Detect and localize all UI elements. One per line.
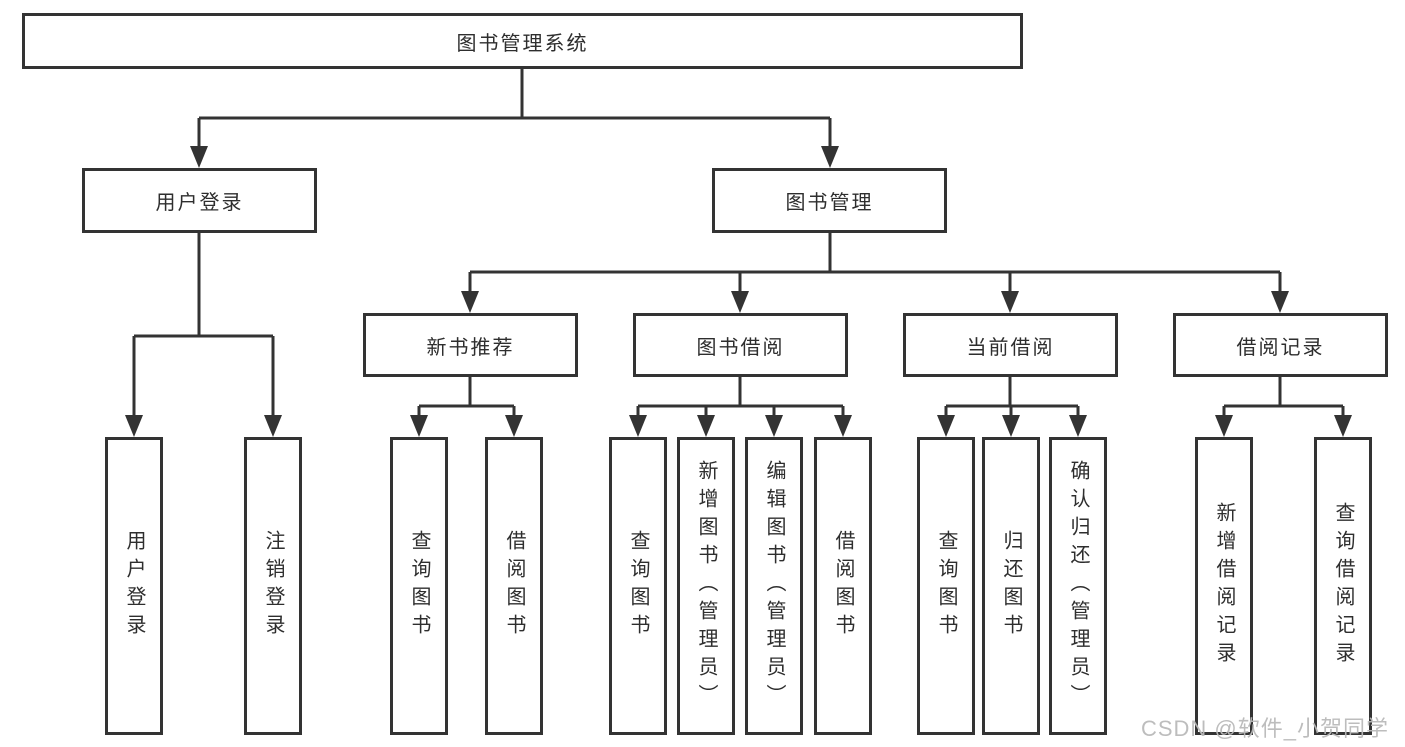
- node-leaf-logout: 注销登录: [244, 437, 302, 735]
- node-leaf-query-borrow-record-label: 查询借阅记录: [1332, 502, 1354, 670]
- node-leaf-borrow-books-recommend: 借阅图书: [485, 437, 543, 735]
- node-leaf-query-borrow-record: 查询借阅记录: [1314, 437, 1372, 735]
- node-leaf-add-borrow-record: 新增借阅记录: [1195, 437, 1253, 735]
- node-leaf-query-books-current: 查询图书: [917, 437, 975, 735]
- node-leaf-edit-book-admin-label: 编辑图书（管理员）: [763, 460, 785, 712]
- node-leaf-add-borrow-record-label: 新增借阅记录: [1213, 502, 1235, 670]
- node-leaf-borrow-books-recommend-label: 借阅图书: [503, 530, 525, 642]
- node-leaf-return-books-label: 归还图书: [1000, 530, 1022, 642]
- node-library-system: 图书管理系统: [22, 13, 1023, 69]
- node-leaf-logout-label: 注销登录: [262, 530, 284, 642]
- node-leaf-edit-book-admin: 编辑图书（管理员）: [745, 437, 803, 735]
- node-book-borrowing: 图书借阅: [633, 313, 848, 377]
- node-leaf-borrow-books-borrowing-label: 借阅图书: [832, 530, 854, 642]
- node-leaf-add-book-admin-label: 新增图书（管理员）: [695, 460, 717, 712]
- node-current-borrowing-label: 当前借阅: [966, 336, 1055, 359]
- node-leaf-query-books-borrowing: 查询图书: [609, 437, 667, 735]
- node-book-management-label: 图书管理: [785, 192, 874, 214]
- node-new-book-recommend-label: 新书推荐: [426, 336, 515, 359]
- node-book-borrowing-label: 图书借阅: [696, 336, 785, 359]
- node-leaf-query-books-recommend-label: 查询图书: [408, 530, 430, 642]
- node-library-system-label: 图书管理系统: [456, 32, 589, 55]
- node-leaf-borrow-books-borrowing: 借阅图书: [814, 437, 872, 735]
- node-leaf-user-login: 用户登录: [105, 437, 163, 735]
- node-leaf-query-books-current-label: 查询图书: [935, 530, 957, 642]
- node-current-borrowing: 当前借阅: [903, 313, 1118, 377]
- node-borrowing-records: 借阅记录: [1173, 313, 1388, 377]
- node-user-login: 用户登录: [82, 168, 317, 233]
- node-leaf-confirm-return-admin-label: 确认归还（管理员）: [1067, 460, 1089, 712]
- node-leaf-query-books-borrowing-label: 查询图书: [627, 530, 649, 642]
- watermark-text: CSDN @软件_小贺同学: [1140, 716, 1389, 741]
- node-user-login-label: 用户登录: [155, 192, 244, 214]
- node-leaf-confirm-return-admin: 确认归还（管理员）: [1049, 437, 1107, 735]
- node-book-management: 图书管理: [712, 168, 947, 233]
- node-leaf-add-book-admin: 新增图书（管理员）: [677, 437, 735, 735]
- node-borrowing-records-label: 借阅记录: [1236, 336, 1325, 359]
- node-new-book-recommend: 新书推荐: [363, 313, 578, 377]
- node-leaf-return-books: 归还图书: [982, 437, 1040, 735]
- node-leaf-query-books-recommend: 查询图书: [390, 437, 448, 735]
- node-leaf-user-login-label: 用户登录: [123, 530, 145, 642]
